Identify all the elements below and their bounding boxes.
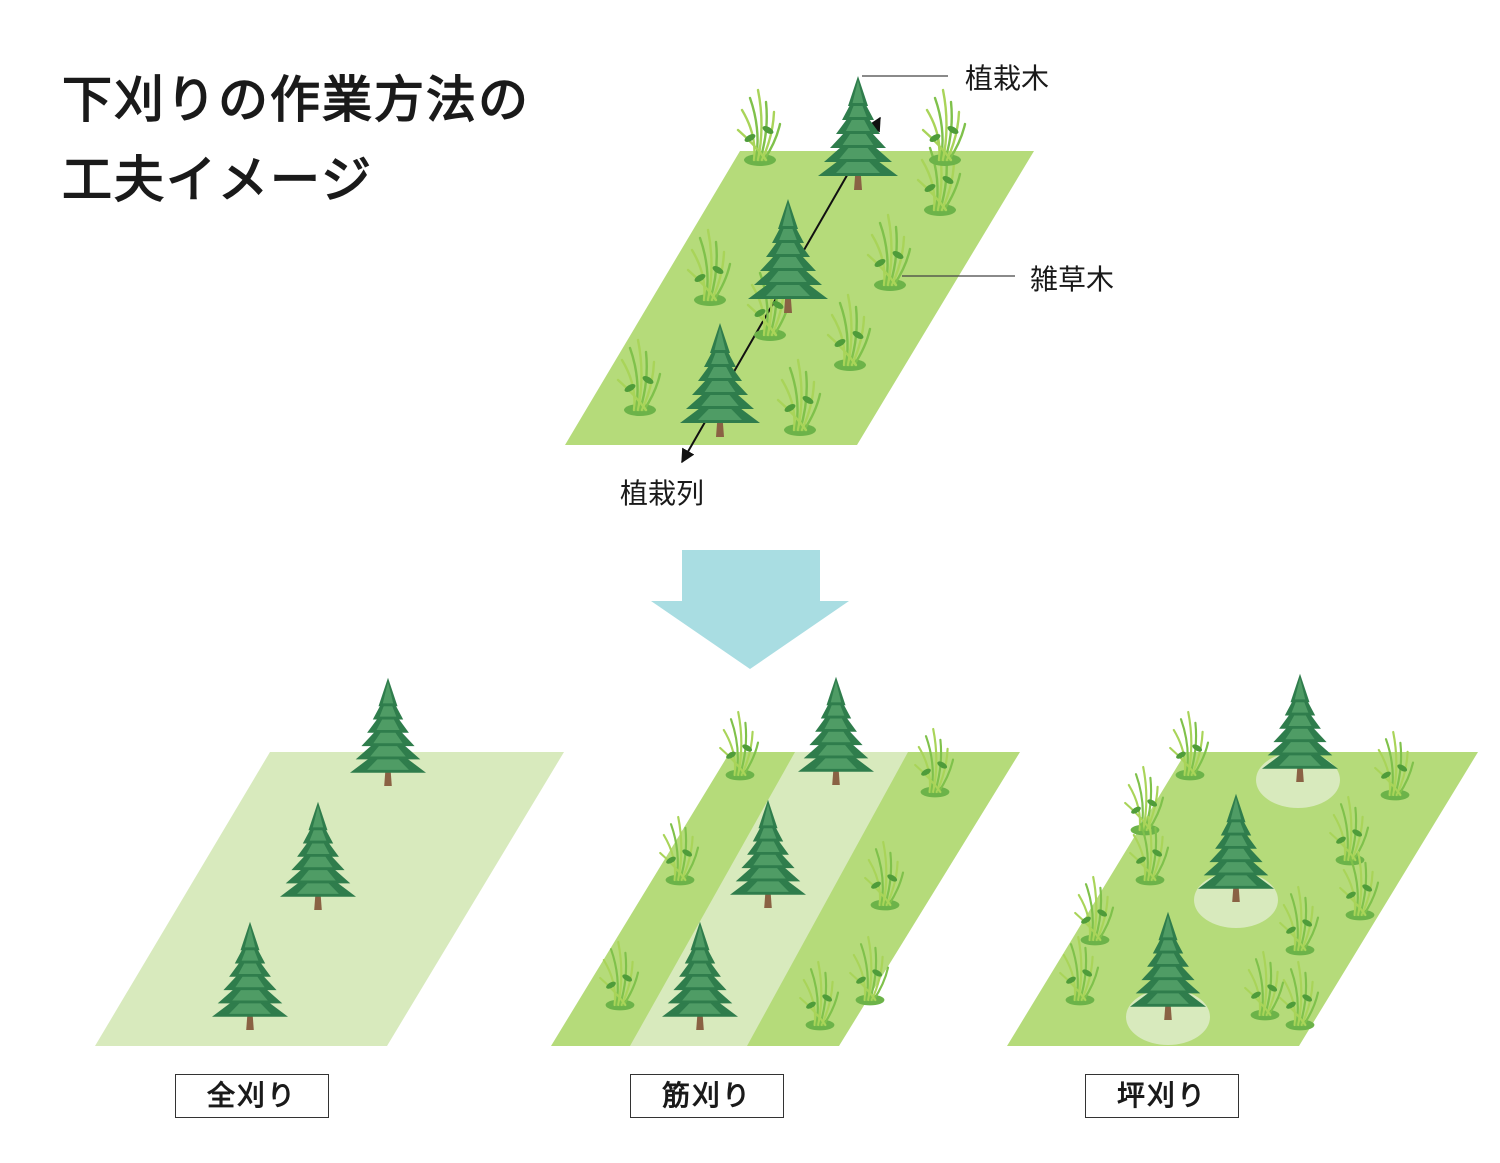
weed-clump <box>916 138 962 216</box>
weed-clump <box>1059 935 1100 1006</box>
field-full-cut <box>95 752 564 1046</box>
weed-clump <box>921 88 967 166</box>
weed-clump <box>1244 950 1285 1021</box>
planted-tree <box>1262 673 1338 782</box>
title-line-2: 工夫イメージ <box>62 151 373 209</box>
weed-clump <box>686 228 732 306</box>
weed-clump <box>864 840 905 911</box>
weed-clump <box>736 88 782 166</box>
page-title: 下刈りの作業方法の 工夫イメージ <box>62 60 530 220</box>
planted-tree <box>350 677 426 786</box>
planted-tree <box>748 199 828 313</box>
weed-clump <box>1129 815 1170 886</box>
planted-tree <box>798 676 874 785</box>
weed-clump <box>866 213 912 291</box>
planted-tree <box>680 323 760 437</box>
weed-clump <box>1374 730 1415 801</box>
label-planting-row: 植栽列 <box>620 477 705 510</box>
weed-clump <box>799 960 840 1031</box>
label-weed-tree: 雑草木 <box>1030 263 1115 296</box>
weed-clump <box>826 293 872 371</box>
weed-clump <box>719 710 760 781</box>
label-planted-tree: 植栽木 <box>965 62 1050 95</box>
weed-clump <box>776 358 822 436</box>
weed-clump <box>599 940 640 1011</box>
weed-clump <box>659 815 700 886</box>
weed-clump <box>1329 795 1370 866</box>
method-label-strip-cut: 筋刈り <box>630 1074 784 1118</box>
method-label-full-cut: 全刈り <box>175 1074 329 1118</box>
weed-clump <box>1339 850 1380 921</box>
weed-clump <box>1279 885 1320 956</box>
weed-clump <box>1279 960 1320 1031</box>
planted-tree <box>1198 793 1274 902</box>
planted-tree <box>212 921 288 1030</box>
weed-clump <box>616 338 662 416</box>
planted-tree <box>280 801 356 910</box>
planted-tree <box>1130 911 1206 1020</box>
weed-clump <box>1169 710 1210 781</box>
method-label-spot-cut: 坪刈り <box>1085 1074 1239 1118</box>
down-arrow <box>651 550 849 669</box>
title-line-1: 下刈りの作業方法の <box>62 71 530 129</box>
planted-tree <box>730 799 806 908</box>
weed-clump <box>1074 875 1115 946</box>
planted-tree <box>818 76 898 190</box>
planted-tree <box>662 921 738 1030</box>
weed-clump <box>914 727 955 798</box>
weed-clump <box>849 935 890 1006</box>
